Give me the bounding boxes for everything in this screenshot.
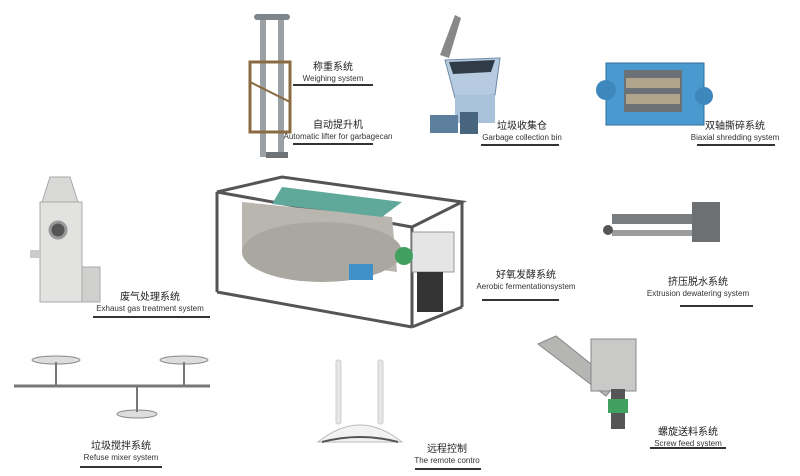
label-screw-feed: 螺旋送料系统 Screw feed system [654, 427, 722, 449]
label-en: Exhaust gas treatment system [96, 304, 204, 313]
automatic-lifter-image [248, 14, 292, 158]
label-en: Aerobic fermentationsystem [476, 282, 576, 291]
label-zh: 废气处理系统 [119, 292, 180, 303]
garbage-collection-bin-image [430, 15, 501, 134]
underline [481, 144, 559, 146]
label-weighing-system: 称重系统 Weighing system [303, 62, 364, 84]
label-en: Screw feed system [654, 439, 722, 448]
label-en: Biaxial shredding system [690, 133, 780, 142]
underline [650, 447, 726, 449]
label-en: Extrusion dewatering system [646, 289, 750, 298]
screw-feed-image [537, 335, 637, 429]
label-zh: 自动提升机 [312, 120, 363, 131]
refuse-mixer-image [14, 355, 210, 419]
label-zh: 双轴撕碎系统 [704, 121, 765, 132]
label-zh: 称重系统 [312, 62, 353, 73]
underline [80, 466, 162, 468]
underline [293, 143, 373, 145]
label-zh: 垃圾收集仓 [496, 121, 547, 132]
label-biaxial-shredding: 双轴撕碎系统 Biaxial shredding system [691, 121, 779, 143]
label-en: Automatic lifter for garbagecan [283, 132, 393, 141]
underline [680, 305, 753, 307]
label-refuse-mixer: 垃圾搅拌系统 Refuse mixer system [84, 441, 159, 463]
label-zh: 好氧发酵系统 [496, 270, 556, 281]
label-extrusion-dewatering: 挤压脱水系统 Extrusion dewatering system [647, 277, 749, 299]
underline [697, 144, 775, 146]
label-aerobic-fermentation: 好氧发酵系统 Aerobic fermentationsystem [476, 270, 575, 292]
label-remote-control: 远程控制 The remote contro [414, 444, 479, 466]
label-zh: 远程控制 [427, 444, 467, 455]
label-en: Refuse mixer system [83, 453, 159, 462]
extrusion-dewatering-image [603, 202, 720, 242]
underline [415, 468, 481, 470]
exhaust-gas-tower-image [30, 176, 101, 303]
underline [293, 84, 373, 86]
underline [482, 299, 559, 301]
label-exhaust-gas: 废气处理系统 Exhaust gas treatment system [96, 292, 204, 314]
label-zh: 挤压脱水系统 [667, 277, 728, 288]
label-en: The remote contro [414, 456, 480, 465]
label-en: Garbage collection bin [482, 133, 562, 142]
underline [93, 316, 210, 318]
biaxial-shredder-image [596, 62, 713, 126]
router-image [316, 359, 404, 443]
aerobic-fermentation-machine-image [215, 175, 467, 329]
label-zh: 垃圾搅拌系统 [91, 441, 151, 452]
label-automatic-lifter: 自动提升机 Automatic lifter for garbagecan [284, 120, 393, 142]
label-garbage-bin: 垃圾收集仓 Garbage collection bin [482, 121, 562, 143]
label-zh: 螺旋送料系统 [657, 427, 718, 438]
label-en: Weighing system [302, 74, 364, 83]
